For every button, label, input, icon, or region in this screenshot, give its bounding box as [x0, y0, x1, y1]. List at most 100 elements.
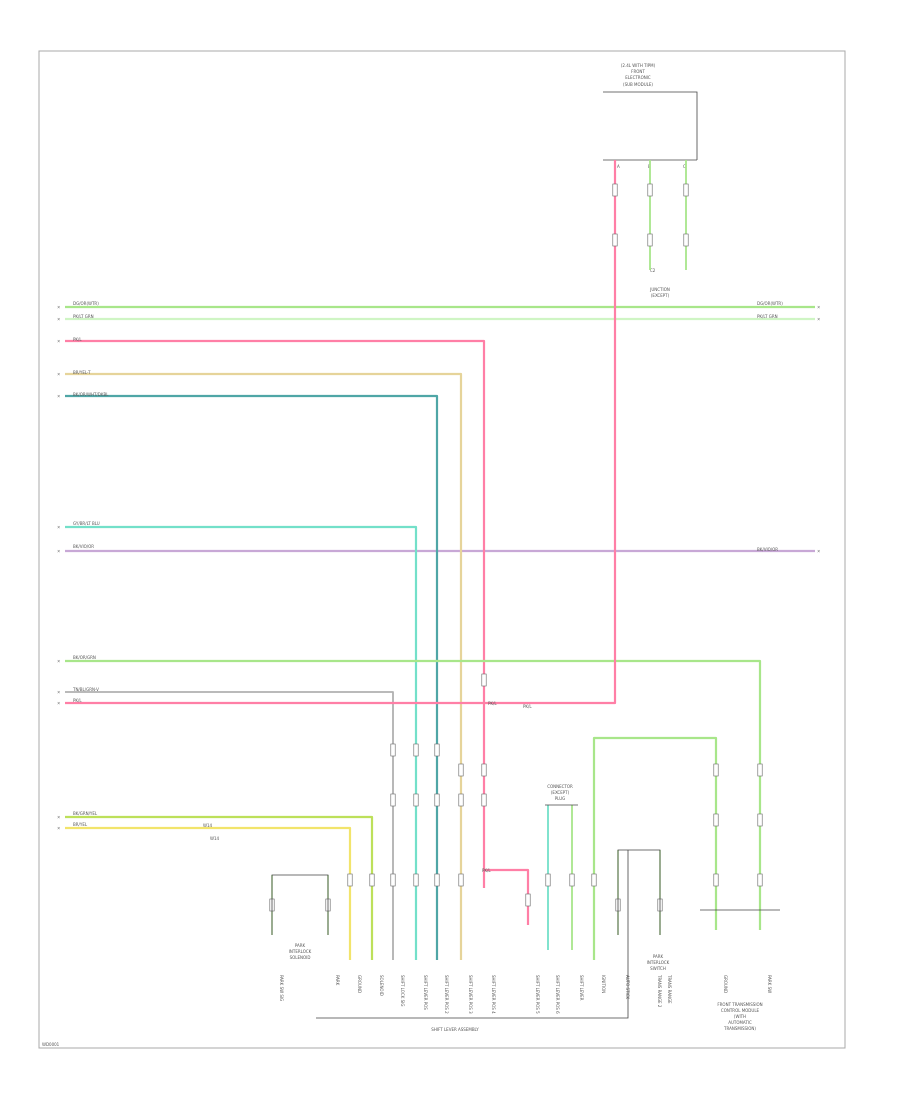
tcm-line2: CONTROL MODULE: [721, 1008, 760, 1013]
solenoid-line3: SOLENOID: [290, 955, 311, 960]
connector-break-6: [683, 233, 689, 247]
splice-label: JUNCTION: [649, 287, 670, 292]
connector-break-11: [458, 793, 464, 807]
wire-label-left-12: BR/YEL: [73, 822, 88, 827]
pin-label-1: GROUND: [357, 975, 362, 993]
connector-break-19: [347, 873, 353, 887]
left-wire-labels: DG/OR(WTR) PK/LT GRN PK/L BR/YEL-T BK/OR…: [72, 301, 109, 827]
wire-label-left-3: PK/L: [73, 337, 82, 342]
wire-label-left-11: BK/GRN/YEL: [73, 811, 98, 816]
top-component-title: (2.4L WITH TIPM): [621, 63, 656, 68]
tcm-line4: AUTOMATIC: [728, 1020, 752, 1025]
connector-break-28: [713, 763, 719, 777]
wire-ygreen-left: [65, 815, 374, 960]
pin-label-6: SHIFT LEVER POS 3: [468, 975, 473, 1014]
top-component-line4: (SUB MODULE): [623, 82, 653, 87]
connector-break-20: [458, 873, 464, 887]
pin-label-12: AUTO STICK: [625, 975, 630, 999]
left-terminal-1: ×: [57, 305, 60, 310]
wire-label-left-9: TN/BL/GRN-V: [72, 687, 99, 692]
pin-label-16: PARK: [335, 975, 340, 986]
pin-label-13: GROUND: [723, 975, 728, 993]
switch-line3: SWITCH: [650, 966, 666, 971]
tcm-line1: FRONT TRANSMISSION: [717, 1002, 762, 1007]
wire-aqua: [65, 525, 418, 960]
connector-break-7: [481, 673, 487, 687]
wire-yellow-left: [65, 826, 352, 960]
pin-label-8: SHIFT LEVER POS 5: [535, 975, 540, 1014]
shift-lever-bracket: [316, 850, 629, 1019]
connector-break-18: [369, 873, 375, 887]
wire-label-left-5: BK/OR/WHT/DKBL: [73, 392, 109, 397]
right-terminal-2: ×: [817, 317, 820, 322]
connector-break-21: [434, 873, 440, 887]
diagram-frame: [38, 50, 846, 1049]
right-wire-labels: DG/OR(WTR) PK/LT GRN BK/VIO/OR: [757, 301, 783, 552]
small-splice-line3: PLUG: [555, 796, 565, 801]
pin-label-14: PARK SW: [767, 975, 772, 993]
wire-tan: [65, 372, 463, 960]
park-interlock-switch: PARK INTERLOCK SWITCH: [617, 849, 670, 971]
connector-break-12: [434, 743, 440, 757]
connector-break-27: [591, 873, 597, 887]
connector-break-30: [757, 763, 763, 777]
connector-break-25: [545, 873, 551, 887]
left-terminal-9: ×: [57, 690, 60, 695]
connector-break-10: [458, 763, 464, 777]
top-component-outline: [603, 91, 698, 160]
wire-label-left-8: BK/OR/GRN: [73, 655, 96, 660]
wire-label-right-3: BK/VIO/OR: [757, 547, 778, 552]
left-terminal-11: ×: [57, 815, 60, 820]
top-component-line3: ELECTRONIC: [625, 75, 651, 80]
wires: ×××××××××××××××: [57, 160, 820, 960]
top-component: (2.4L WITH TIPM) FRONT ELECTRONIC (SUB M…: [603, 63, 698, 298]
left-terminal-2: ×: [57, 317, 60, 322]
pin-label-9: SHIFT LEVER POS 6: [555, 975, 560, 1014]
wire-label-left-10: PK/L: [73, 698, 82, 703]
left-terminal-10: ×: [57, 701, 60, 706]
connector-break-1: [612, 183, 618, 197]
pin-label-2: SOLENOID: [379, 975, 384, 996]
pin-label-10: SHIFT LEVER: [579, 975, 584, 1001]
splice-label-2: (EXCEPT): [651, 293, 670, 298]
wire-pink-horizontal: [65, 160, 617, 705]
wire-teal: [65, 394, 439, 960]
wire-label-left-6: GY/BR/LT BLU: [73, 521, 100, 526]
connector-break-26: [569, 873, 575, 887]
small-splice: CONNECTOR (EXCEPT) PLUG: [545, 784, 578, 806]
connector-break-4: [647, 233, 653, 247]
connector-break-23: [390, 873, 396, 887]
solenoid-line2: INTERLOCK: [289, 949, 312, 954]
connector-break-9: [481, 793, 487, 807]
top-pin-c: C: [683, 164, 686, 169]
connector-break-15: [413, 793, 419, 807]
switch-line1: PARK: [653, 954, 664, 959]
small-splice-line1: CONNECTOR: [547, 784, 573, 789]
connector-break-3: [647, 183, 653, 197]
shift-lever-title: SHIFT LEVER ASSEMBLY: [431, 1027, 479, 1032]
footer-code: WD0001: [42, 1042, 60, 1047]
connector-break-16: [390, 743, 396, 757]
transmission-control-module: FRONT TRANSMISSION CONTROL MODULE (WITH …: [700, 909, 780, 1031]
left-terminal-8: ×: [57, 659, 60, 664]
connector-break-22: [413, 873, 419, 887]
switch-outline: [617, 849, 661, 935]
left-terminal-12: ×: [57, 826, 60, 831]
pink-mid-label-1: PK/L: [488, 701, 497, 706]
wire-green-tcm: [65, 659, 762, 930]
solenoid-outline: [271, 874, 329, 935]
pink-mid-label-3: PK/L: [482, 868, 491, 873]
connector-break-2: [612, 233, 618, 247]
connector-break-29: [713, 813, 719, 827]
left-terminal-4: ×: [57, 372, 60, 377]
pin-label-18: TRANS RANGE 2: [657, 974, 662, 1008]
top-component-line2: FRONT: [631, 69, 645, 74]
wire-label-right-2: PK/LT GRN: [757, 314, 778, 319]
connector-break-17: [390, 793, 396, 807]
connector-break-14: [413, 743, 419, 757]
wire-label-left-2: PK/LT GRN: [73, 314, 94, 319]
tan-note-2: W14: [210, 836, 220, 841]
